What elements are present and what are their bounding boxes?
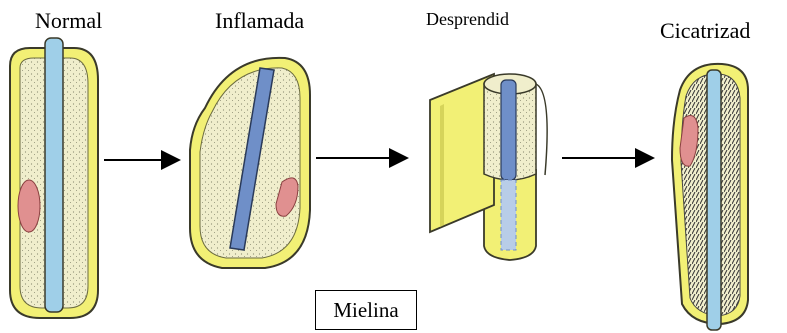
fiber-cicatrizada xyxy=(672,64,748,330)
nucleus-normal xyxy=(18,180,40,232)
axon-normal xyxy=(45,38,63,312)
axon-cicatrizada xyxy=(707,70,721,330)
fiber-inflamada xyxy=(190,58,310,268)
mielina-label: Mielina xyxy=(333,298,398,323)
axon-desprendida xyxy=(501,80,516,180)
fiber-desprendida xyxy=(430,74,547,260)
fiber-normal xyxy=(10,38,98,318)
mielina-label-box: Mielina xyxy=(315,290,417,330)
